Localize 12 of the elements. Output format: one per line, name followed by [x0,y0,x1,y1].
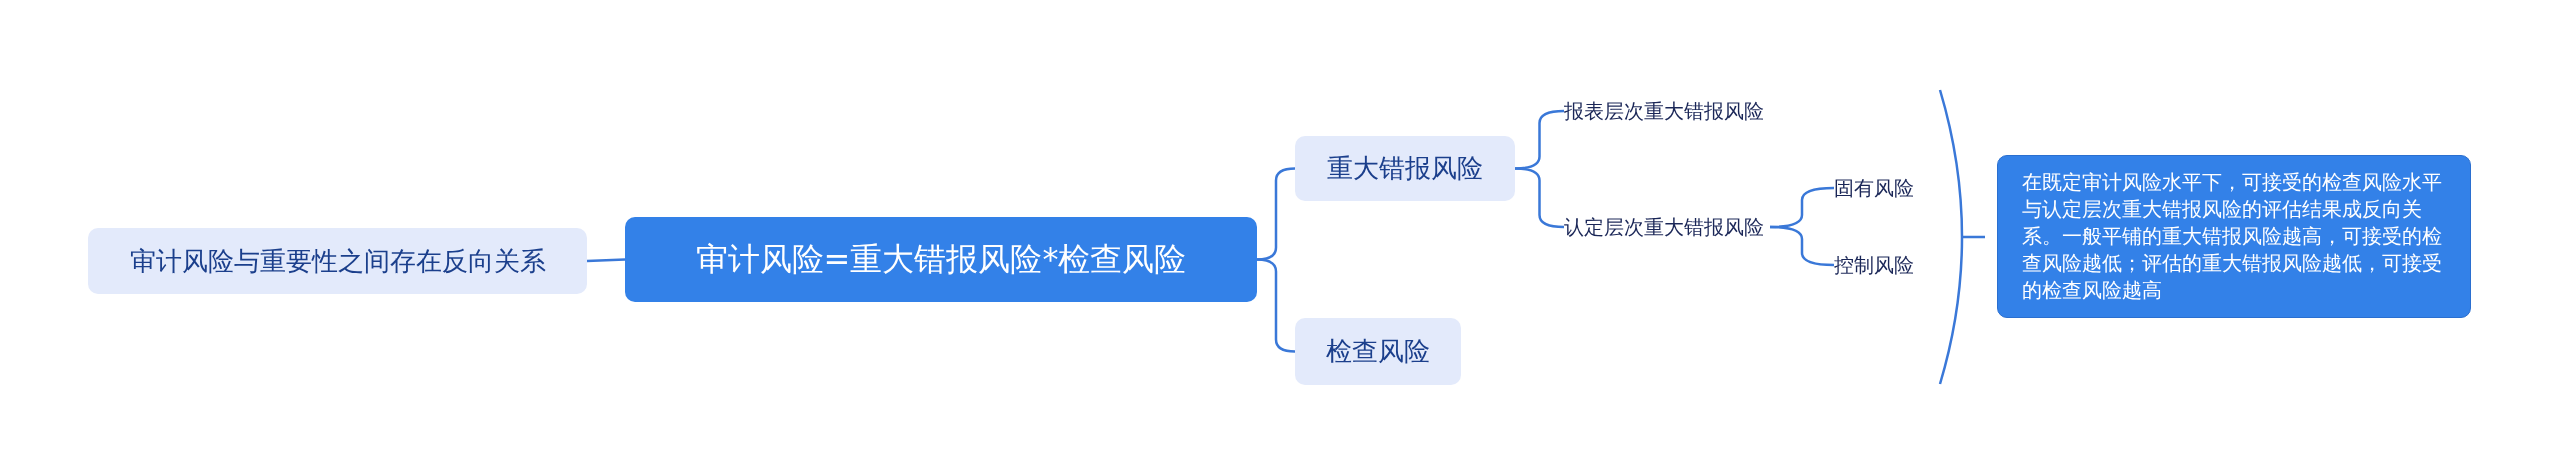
subtopic-label: 认定层次重大错报风险 [1564,213,1770,241]
topic-card: 审计风险与重要性之间存在反向关系 [88,228,587,294]
topic-card: 重大错报风险 [1295,136,1515,201]
connector-line [1514,167,1565,229]
note-card: 在既定审计风险水平下，可接受的检查风险水平与认定层次重大错报风险的评估结果成反向关系。一般平铺的重大错报风险越高，可接受的检查风险越低；评估的重大错报风险越低，可接受的检查风险越高 [1997,155,2471,318]
central-topic: 审计风险=重大错报风险*检查风险 [625,217,1257,302]
connector-line [586,258,626,263]
subtopic-label: 固有风险 [1834,174,1918,202]
subtopic-label: 报表层次重大错报风险 [1564,97,1770,125]
topic-card: 检查风险 [1295,318,1461,385]
connector-line [1769,225,1835,267]
subtopic-label: 控制风险 [1834,251,1918,279]
